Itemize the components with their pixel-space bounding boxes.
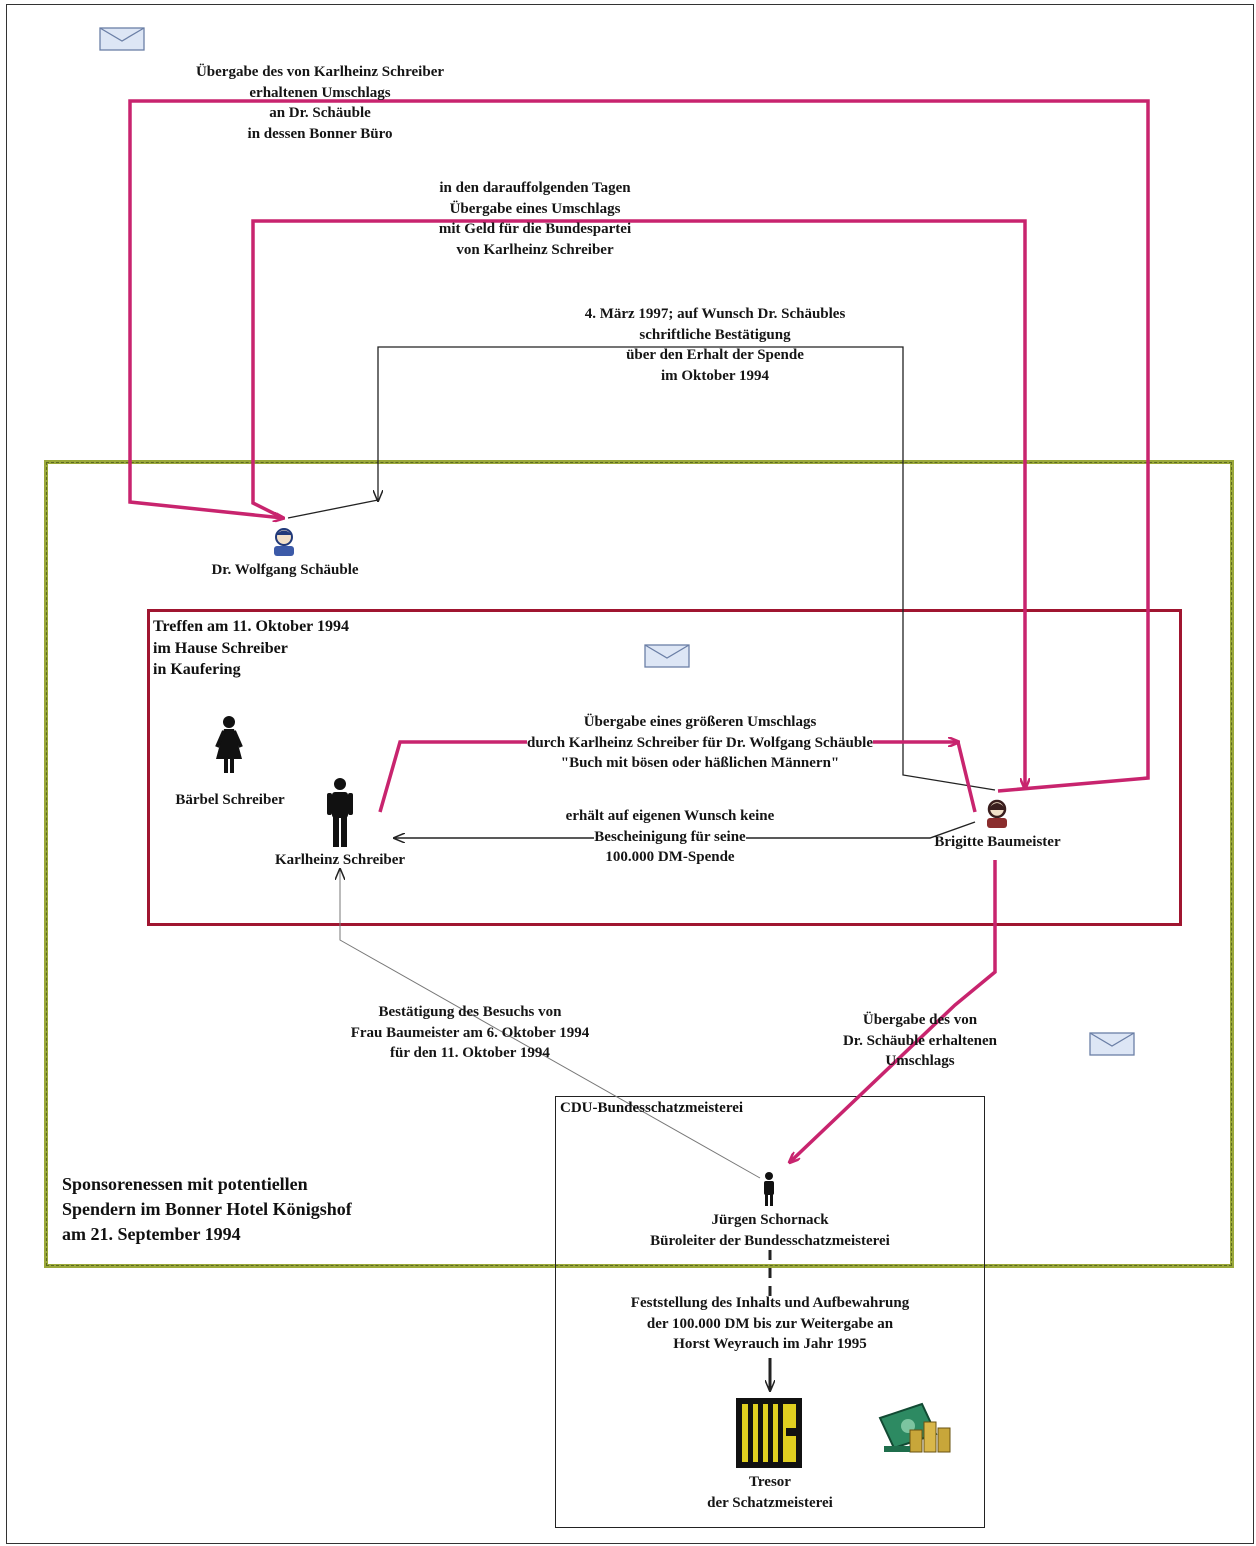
meeting-zone: [147, 609, 1182, 926]
label-bigger-envelope: Übergabe eines größeren Umschlags durch …: [526, 714, 874, 771]
person-icon: [215, 716, 243, 773]
person-name-schaeuble: Dr. Wolfgang Schäuble: [211, 562, 359, 578]
money-icon: [878, 1402, 951, 1453]
envelope-icon: [1089, 1032, 1135, 1056]
page-frame: [6, 4, 1254, 1544]
cdu-treasury-title: CDU-Bundesschatzmeisterei: [560, 1100, 744, 1116]
envelope-icon: [644, 644, 690, 668]
meeting-title: Treffen am 11. Oktober 1994 im Hause Sch…: [153, 618, 349, 678]
flow-confirmation-1997: [378, 346, 996, 791]
person-name-baerbel: Bärbel Schreiber: [175, 792, 285, 808]
label-following-days: in den darauffolgenden Tagen Übergabe ei…: [438, 180, 632, 258]
sponsor-dinner-title: Sponsorenessen mit potentiellen Spendern…: [62, 1174, 352, 1244]
person-icon: [764, 1172, 774, 1206]
label-storage: Feststellung des Inhalts und Aufbewahrun…: [630, 1295, 910, 1352]
flow-confirmation-tail: [287, 499, 379, 519]
envelope-icon: [99, 27, 145, 51]
person-icon: [327, 778, 353, 847]
flow-visit-confirmation: [340, 870, 761, 1179]
flow-handover-bonn: [128, 99, 1150, 793]
label-confirmation-1997: 4. März 1997; auf Wunsch Dr. Schäubles s…: [584, 306, 846, 384]
person-icon: [987, 799, 1007, 828]
flow-no-receipt: [395, 821, 976, 838]
flow-handover-schornack: [790, 860, 997, 1162]
label-handover-bonn: Übergabe des von Karlheinz Schreiber erh…: [195, 64, 445, 142]
person-name-schornack: Jürgen Schornack Büroleiter der Bundessc…: [650, 1212, 890, 1249]
safe-icon: [736, 1398, 802, 1468]
sponsor-dinner-zone: [44, 460, 1234, 1268]
cdu-treasury-box: [555, 1096, 985, 1528]
label-no-receipt: erhält auf eigenen Wunsch keine Beschein…: [565, 808, 775, 865]
label-visit-confirmation: Bestätigung des Besuchs von Frau Baumeis…: [350, 1004, 590, 1061]
label-handover-schornack: Übergabe des von Dr. Schäuble erhaltenen…: [842, 1012, 998, 1069]
person-name-baumeister: Brigitte Baumeister: [934, 834, 1061, 850]
label-safe: Tresor der Schatzmeisterei: [707, 1474, 833, 1511]
flow-bigger-envelope-tail: [956, 741, 977, 813]
person-icon: [274, 528, 294, 556]
person-name-karlheinz: Karlheinz Schreiber: [274, 852, 406, 868]
flow-following-days: [251, 219, 1025, 788]
